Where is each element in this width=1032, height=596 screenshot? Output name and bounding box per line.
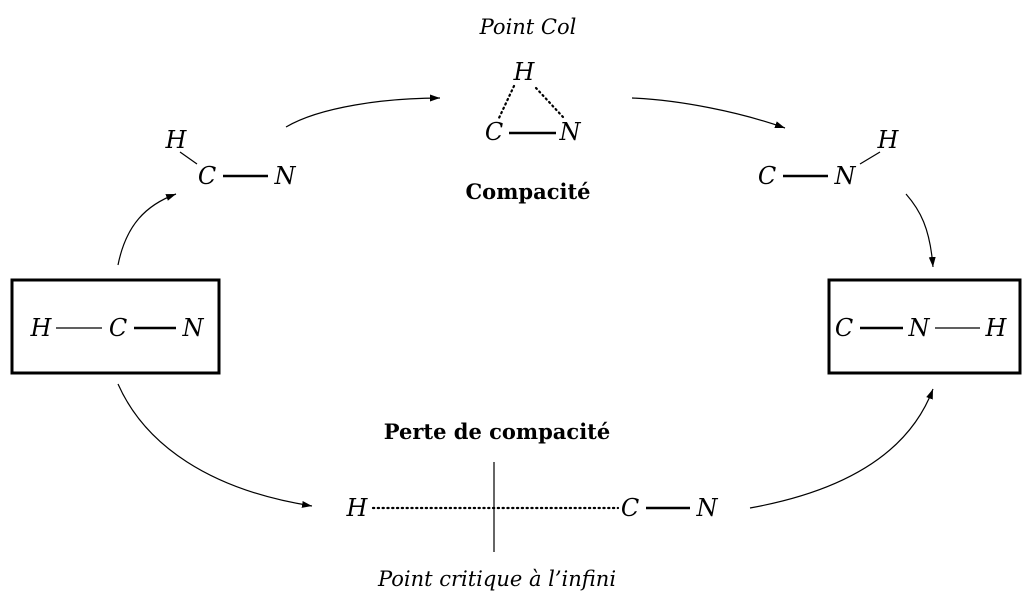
separated-atom-c: C: [621, 494, 639, 522]
cnh-atom-h: H: [985, 314, 1008, 342]
bent-hcn-atom-n: N: [274, 162, 297, 190]
perte-compacite-label: Perte de compacité: [384, 419, 611, 444]
bent-hcn-atom-h: H: [165, 126, 188, 154]
col-atom-c: C: [485, 118, 503, 146]
arrow-col-to-bent-cnh: [631, 97, 786, 129]
infini-caption: Point critique à l’infini: [377, 567, 616, 591]
bent-hcn-molecule: H C N: [165, 126, 297, 190]
col-atom-h: H: [513, 58, 536, 86]
cnh-box-frame: [827, 278, 1022, 375]
bent-cnh-molecule: C N H: [758, 126, 900, 190]
separated-atom-h: H: [346, 494, 369, 522]
bent-cnh-atom-c: C: [758, 162, 776, 190]
arrow-hcn-to-bent: [117, 193, 177, 266]
cnh-atom-c: C: [835, 314, 853, 342]
arrow-hcn-to-separated: [117, 383, 313, 508]
col-dotted-bond-hn: [534, 86, 565, 119]
separated-molecule: H C N: [346, 462, 719, 552]
cnh-box: C N H: [827, 278, 1022, 375]
cnh-atom-n: N: [908, 314, 931, 342]
bent-hcn-atom-c: C: [198, 162, 216, 190]
hcn-box: H C N: [10, 278, 221, 375]
bent-cnh-bond-nh: [859, 151, 881, 165]
col-caption: Point Col: [479, 15, 577, 39]
hcn-atom-c: C: [109, 314, 127, 342]
col-atom-n: N: [559, 118, 582, 146]
arrow-separated-to-cnh: [749, 388, 934, 509]
arrow-bent-cnh-to-cnh: [905, 193, 936, 268]
bent-cnh-atom-n: N: [834, 162, 857, 190]
bent-cnh-atom-h: H: [877, 126, 900, 154]
hcn-box-frame: [10, 278, 221, 375]
col-molecule: H C N: [485, 58, 582, 146]
col-dotted-bond-hc: [497, 84, 516, 120]
bent-hcn-bond-hc: [179, 151, 198, 165]
separated-atom-n: N: [696, 494, 719, 522]
hcn-atom-n: N: [182, 314, 205, 342]
compacite-label: Compacité: [465, 179, 590, 204]
hcn-atom-h: H: [30, 314, 53, 342]
arrow-bent-to-col: [285, 94, 441, 128]
